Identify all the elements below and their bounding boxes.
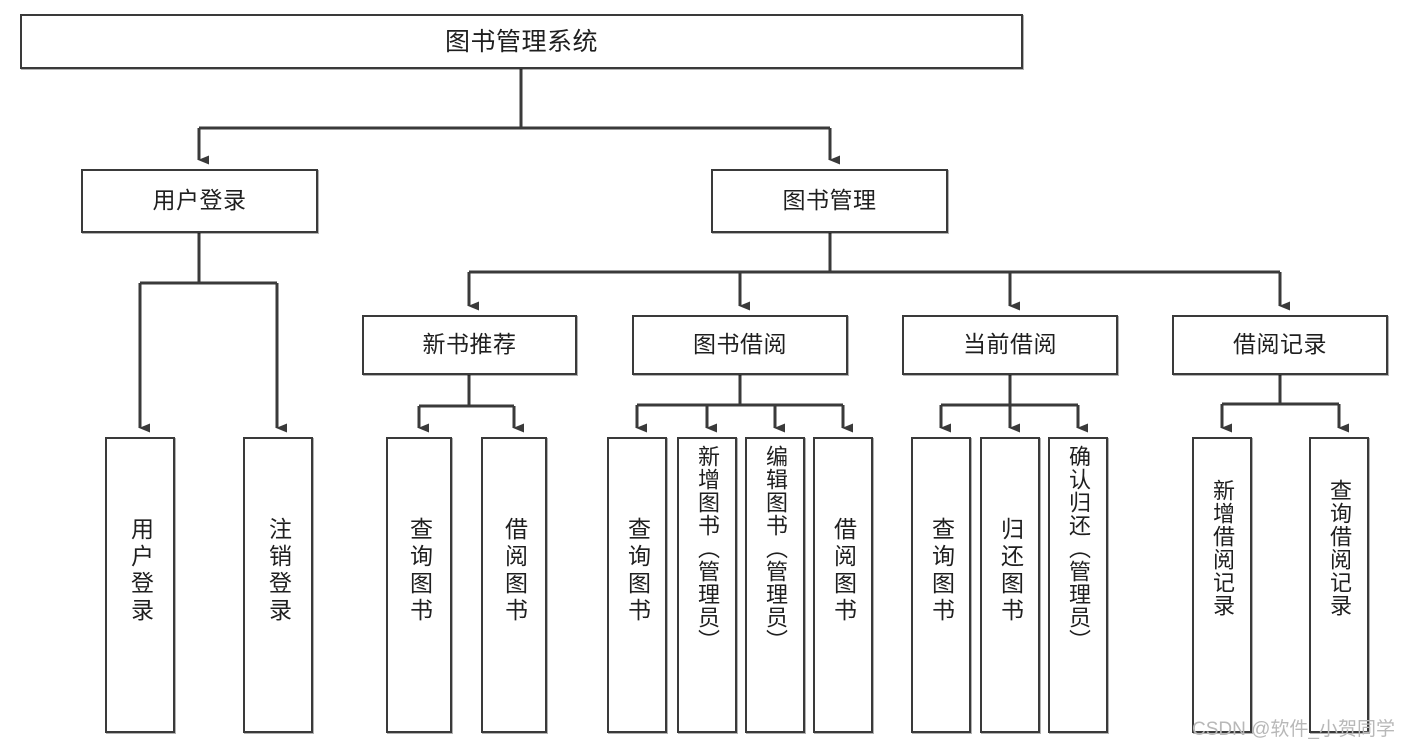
node-leaf-confirm-return[interactable]: 确认归还（管理员） [1048,437,1108,733]
node-book-manage[interactable]: 图书管理 [711,169,948,233]
node-leaf-query-book-3[interactable]: 查询图书 [911,437,971,733]
node-leaf-query-book-1-label: 查询图书 [406,517,433,625]
node-leaf-confirm-return-label: 确认归还（管理员） [1066,445,1091,652]
node-leaf-logout[interactable]: 注销登录 [243,437,313,733]
node-book-borrow-label: 图书借阅 [693,331,787,358]
node-leaf-return-book-label: 归还图书 [997,517,1024,625]
node-leaf-add-record-label: 新增借阅记录 [1210,479,1235,617]
node-leaf-add-book-label: 新增图书（管理员） [695,445,720,652]
node-leaf-user-login[interactable]: 用户登录 [105,437,175,733]
node-leaf-edit-book-label: 编辑图书（管理员） [763,445,788,652]
node-leaf-query-book-2-label: 查询图书 [624,517,651,625]
node-leaf-add-record[interactable]: 新增借阅记录 [1192,437,1252,733]
node-book-borrow[interactable]: 图书借阅 [632,315,848,375]
node-leaf-user-login-label: 用户登录 [127,517,154,625]
node-leaf-logout-label: 注销登录 [265,517,292,625]
node-new-book-rec[interactable]: 新书推荐 [362,315,577,375]
node-user-login-label: 用户登录 [152,187,247,214]
node-leaf-query-record[interactable]: 查询借阅记录 [1309,437,1369,733]
node-current-borrow-label: 当前借阅 [963,331,1057,358]
node-leaf-edit-book[interactable]: 编辑图书（管理员） [745,437,805,733]
node-leaf-add-book[interactable]: 新增图书（管理员） [677,437,737,733]
node-new-book-rec-label: 新书推荐 [422,331,517,358]
node-root[interactable]: 图书管理系统 [20,14,1023,69]
node-leaf-return-book[interactable]: 归还图书 [980,437,1040,733]
node-borrow-record[interactable]: 借阅记录 [1172,315,1388,375]
node-leaf-borrow-book-2-label: 借阅图书 [830,517,857,625]
node-book-manage-label: 图书管理 [782,187,877,214]
node-leaf-borrow-book-2[interactable]: 借阅图书 [813,437,873,733]
node-leaf-borrow-book-1[interactable]: 借阅图书 [481,437,547,733]
node-borrow-record-label: 借阅记录 [1233,331,1327,358]
node-current-borrow[interactable]: 当前借阅 [902,315,1118,375]
watermark: CSDN @软件_小贺同学 [1192,719,1395,740]
node-user-login[interactable]: 用户登录 [81,169,318,233]
node-leaf-query-book-3-label: 查询图书 [928,517,955,625]
node-leaf-borrow-book-1-label: 借阅图书 [501,517,528,625]
node-leaf-query-book-1[interactable]: 查询图书 [386,437,452,733]
node-leaf-query-book-2[interactable]: 查询图书 [607,437,667,733]
node-root-label: 图书管理系统 [444,27,598,56]
node-leaf-query-record-label: 查询借阅记录 [1327,479,1352,617]
